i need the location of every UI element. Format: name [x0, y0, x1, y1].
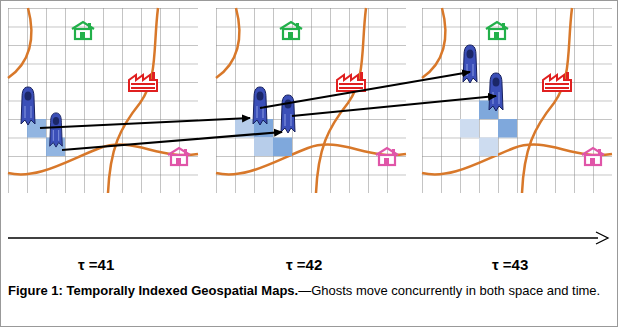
map-panel: [8, 8, 198, 193]
time-axis: [8, 237, 598, 238]
time-label: τ =43: [492, 256, 528, 273]
movement-arrows: [40, 72, 496, 150]
time-label: τ =42: [286, 256, 322, 273]
time-label: τ =41: [78, 256, 114, 273]
map-panel: [216, 8, 406, 193]
figure-caption: Figure 1: Temporally Indexed Geospatial …: [8, 282, 608, 299]
